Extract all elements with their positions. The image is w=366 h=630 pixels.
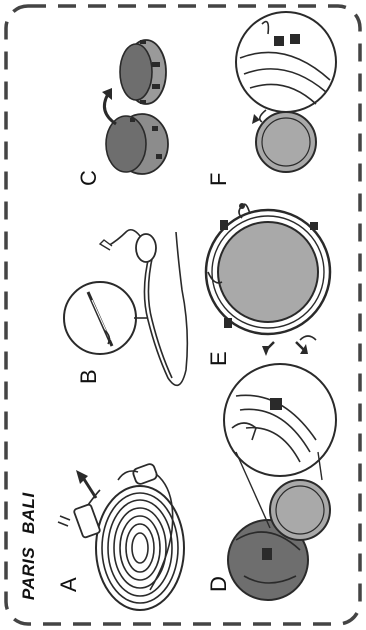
step-d-installation-illustration: [224, 364, 336, 600]
step-c-light-ring-illustration: [102, 40, 168, 174]
step-label-c: C: [76, 170, 101, 186]
step-label-a: A: [56, 577, 81, 592]
step-label-f: F: [206, 173, 231, 186]
step-label-d: D: [206, 576, 231, 592]
step-e-mounted-light-illustration: [206, 203, 330, 356]
brand-line-bali: BALI: [19, 492, 38, 534]
step-label-b: B: [76, 369, 101, 384]
step-b-cable-illustration: [64, 230, 187, 386]
brand-line-paris: PARIS: [19, 547, 38, 600]
step-f-bracket-illustration: [236, 12, 336, 172]
step-label-e: E: [206, 351, 231, 366]
brand-logo: PARIS BALI: [19, 492, 38, 600]
